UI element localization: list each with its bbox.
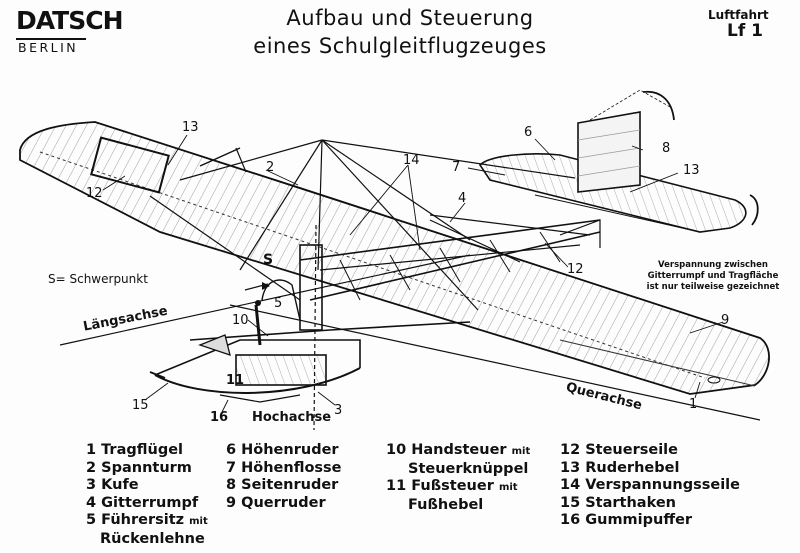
callout-15: 15: [132, 398, 149, 413]
bracing-note-line-1: Verspannung zwischen: [658, 260, 768, 270]
lattice-fuselage: [299, 219, 601, 301]
legend-item-10-main: 10 Handsteuer: [386, 442, 507, 458]
s-marker: S: [263, 252, 274, 268]
rudder: [577, 89, 759, 226]
bracing-note-line-3: ist nur teilweise gezeichnet: [646, 282, 780, 292]
bracing-note-line-2: Gitterrumpf und Tragfläche: [647, 271, 779, 281]
callout-9: 9: [721, 313, 730, 328]
legend-item-10-mit: mit: [511, 446, 531, 457]
legend-column-1: 1 Tragflügel 2 Spannturm 3 Kufe 4 Gitter…: [86, 442, 208, 548]
callout-1: 1: [689, 397, 698, 412]
callout-5: 5: [274, 296, 283, 311]
legend-item-11-mit: mit: [498, 482, 518, 493]
badge-luftfahrt: Luftfahrt: [708, 8, 769, 22]
bracing-wires: [149, 139, 591, 311]
hochachse-label: Hochachse: [252, 410, 332, 425]
legend-item-2: 2 Spannturm: [86, 459, 192, 476]
schwerpunkt-label: S= Schwerpunkt: [48, 272, 148, 286]
legend-item-9: 9 Querruder: [226, 494, 326, 511]
callout-12a: 12: [86, 186, 103, 201]
legend-item-11-main: 11 Fußsteuer: [386, 478, 494, 494]
callout-10: 10: [232, 313, 249, 328]
callout-14: 14: [403, 153, 420, 168]
badge-code: Lf 1: [727, 21, 763, 41]
legend-column-2: 6 Höhenruder 7 Höhenflosse 8 Seitenruder…: [226, 442, 342, 512]
callout-11: 11: [226, 373, 245, 388]
legend-item-11: 11 Fußsteuer mit: [386, 478, 530, 497]
callout-6: 6: [524, 125, 533, 140]
logo-underline: [16, 38, 86, 40]
legend-item-13: 13 Ruderhebel: [560, 459, 680, 476]
legend-item-3: 3 Kufe: [86, 477, 139, 493]
legend-item-1: 1 Tragflügel: [86, 442, 184, 458]
legend-item-12: 12 Steuerseile: [560, 442, 678, 458]
legend-column-3: 10 Handsteuer mit Steuerknüppel 11 Fußst…: [386, 442, 530, 514]
wing-control-linkage: [90, 136, 247, 194]
callout-4: 4: [458, 191, 467, 206]
legend-item-5: 5 Führersitz mit: [86, 512, 208, 531]
legend-item-10: 10 Handsteuer mit: [386, 442, 530, 461]
glider-drawing: [19, 89, 770, 431]
callout-7: 7: [452, 160, 461, 175]
legend-item-10-cont: Steuerknüppel: [408, 460, 529, 477]
legend-item-6: 6 Höhenruder: [226, 442, 339, 458]
callout-16: 16: [210, 410, 229, 425]
legend-item-7: 7 Höhenflosse: [226, 459, 342, 476]
legend-item-15: 15 Starthaken: [560, 494, 676, 511]
callout-13b: 13: [683, 163, 700, 178]
legend-item-11-cont: Fußhebel: [408, 496, 484, 513]
callout-leaders: [102, 134, 724, 413]
callout-8: 8: [662, 141, 671, 156]
callout-12b: 12: [567, 262, 584, 277]
legend-item-4: 4 Gitterrumpf: [86, 494, 199, 511]
callout-3: 3: [334, 403, 343, 418]
legend-item-5-main: 5 Führersitz: [86, 512, 185, 528]
callout-2: 2: [266, 160, 275, 175]
main-wing: [19, 121, 770, 395]
bracing-note: Verspannung zwischen Gitterrumpf und Tra…: [628, 260, 798, 293]
axes: [59, 224, 761, 431]
logo-datsch: DATSCH: [16, 6, 123, 35]
legend-item-16: 16 Gummipuffer: [560, 512, 693, 528]
legend-column-4: 12 Steuerseile 13 Ruderhebel 14 Verspann…: [560, 442, 740, 530]
callout-13a: 13: [182, 120, 199, 135]
legend-item-5-mit: mit: [189, 516, 208, 527]
legend-item-14: 14 Verspannungsseile: [560, 477, 740, 493]
title-line-1: Aufbau und Steuerung: [286, 6, 534, 30]
title-line-2: eines Schulgleitflugzeuges: [253, 34, 547, 58]
legend-item-8: 8 Seitenruder: [226, 477, 339, 493]
legend-item-5-cont: Rückenlehne: [100, 530, 205, 547]
logo-berlin: BERLIN: [18, 40, 79, 55]
